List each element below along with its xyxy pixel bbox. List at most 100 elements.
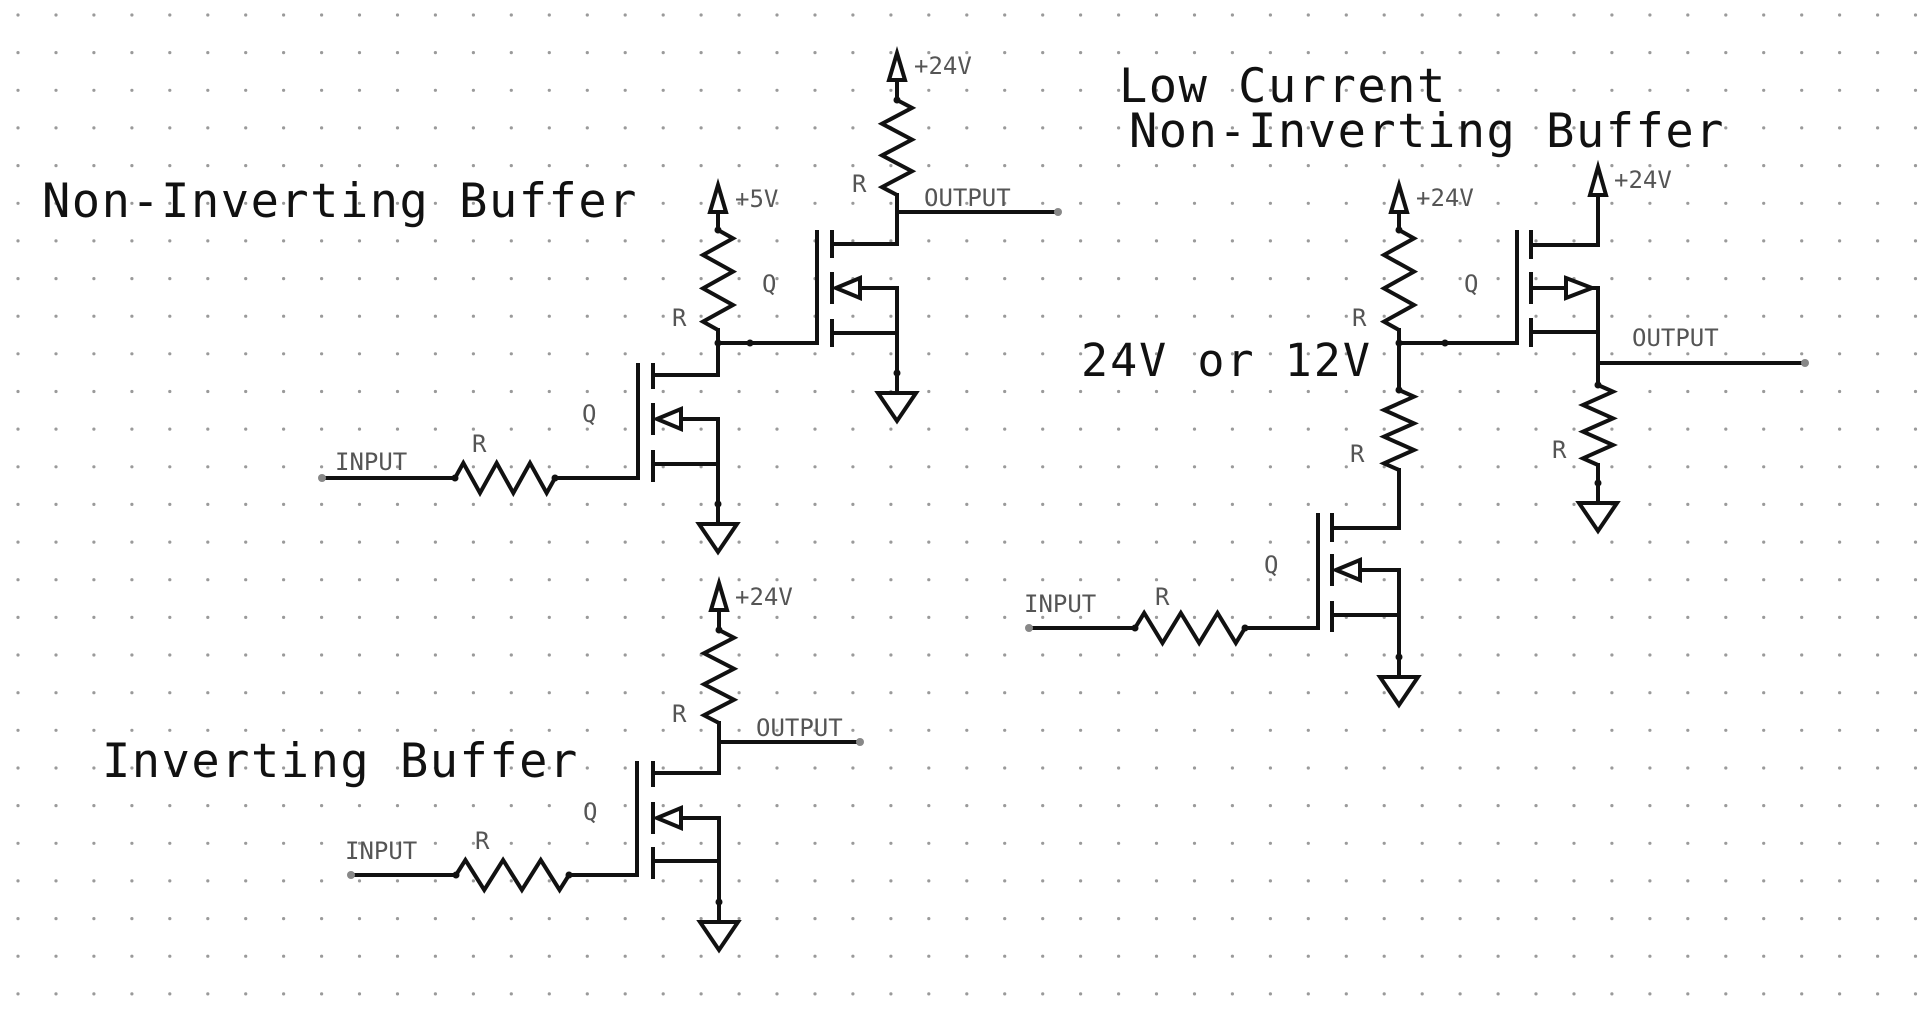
grid-dot [623, 88, 627, 92]
grid-dot [585, 954, 589, 958]
grid-dot [1117, 314, 1121, 318]
grid-dot [168, 691, 172, 695]
grid-dot [1648, 51, 1652, 55]
grid-dot [1230, 917, 1234, 921]
grid-dot [1154, 164, 1159, 168]
grid-dot [1154, 954, 1159, 958]
grid-dot [1420, 465, 1424, 469]
grid-dot [1420, 804, 1424, 808]
grid-dot [471, 578, 475, 582]
grid-dot [1876, 766, 1880, 770]
grid-dot [54, 277, 58, 281]
grid-dot [585, 13, 589, 17]
resistor-zigzag [1133, 609, 1247, 647]
ground-triangle [696, 920, 742, 954]
grid-dot [206, 653, 210, 657]
grid-dot [1572, 691, 1576, 695]
grid-dot [1876, 164, 1880, 168]
grid-dot [433, 804, 437, 808]
output-label: OUTPUT [924, 184, 1011, 212]
grid-dot [1876, 578, 1880, 582]
grid-dot [471, 465, 475, 469]
grid-dot [1913, 51, 1918, 55]
grid-dot [927, 465, 931, 469]
grid-dot [1117, 691, 1121, 695]
grid-dot [623, 13, 627, 17]
grid-dot [1344, 804, 1348, 808]
grid-dot [1496, 804, 1500, 808]
grid-dot [1003, 502, 1007, 506]
grid-dot [623, 954, 627, 958]
ground-terminal [714, 500, 722, 508]
grid-dot [54, 917, 58, 921]
grid-dot [775, 879, 779, 883]
grid-dot [1913, 954, 1918, 958]
grid-dot [1079, 465, 1083, 469]
grid-dot [1686, 917, 1690, 921]
grid-dot [1306, 954, 1310, 958]
grid-dot [585, 314, 589, 318]
grid-dot [737, 277, 741, 281]
grid-dot [1572, 728, 1576, 732]
gate-resistor-label: R [1155, 583, 1170, 611]
grid-dot [1268, 164, 1272, 168]
grid-dot [1610, 13, 1614, 17]
grid-dot [1686, 540, 1690, 544]
grid-dot [1913, 917, 1918, 921]
grid-dot [1458, 502, 1462, 506]
grid-dot [1762, 126, 1766, 130]
grid-dot [1610, 427, 1614, 431]
grid-dot [1458, 804, 1462, 808]
grid-dot [54, 13, 58, 17]
grid-dot [1572, 352, 1576, 356]
grid-dot [1762, 992, 1766, 996]
grid-dot [1344, 691, 1348, 695]
grid-dot [699, 277, 703, 281]
grid-dot [585, 427, 589, 431]
grid-dot [851, 502, 855, 506]
grid-dot [54, 615, 58, 620]
grid-dot [92, 427, 96, 431]
grid-dot [1610, 728, 1614, 732]
grid-dot [1192, 691, 1197, 695]
grid-dot [547, 804, 551, 808]
q1-label: Q [1264, 551, 1278, 579]
grid-dot [699, 13, 703, 17]
grid-dot [320, 277, 324, 281]
grid-dot [1534, 239, 1538, 243]
grid-dot [661, 352, 665, 356]
resistor-terminal [452, 871, 460, 879]
grid-dot [16, 164, 20, 168]
grid-dot [775, 389, 779, 394]
grid-dot [851, 992, 855, 996]
grid-dot [206, 164, 210, 168]
grid-dot [206, 954, 210, 958]
grid-dot [130, 277, 134, 281]
grid-dot [395, 804, 400, 808]
grid-dot [1344, 502, 1348, 506]
grid-dot [471, 277, 475, 281]
grid-dot [130, 201, 134, 205]
grid-dot [1041, 653, 1045, 657]
grid-dot [699, 201, 703, 205]
grid-dot [16, 766, 20, 770]
grid-dot [1268, 879, 1272, 883]
grid-dot [737, 766, 741, 770]
grid-dot [395, 88, 400, 92]
grid-dot [357, 691, 362, 695]
grid-dot [1154, 766, 1159, 770]
grid-dot [282, 239, 286, 243]
grid-dot [1382, 502, 1386, 506]
grid-dot [889, 540, 893, 544]
grid-dot [1838, 917, 1842, 921]
grid-dot [320, 126, 324, 130]
grid-dot [509, 427, 513, 431]
grid-dot [699, 540, 703, 544]
grid-dot [1420, 51, 1424, 55]
grid-dot [1344, 653, 1348, 657]
grid-dot [965, 277, 969, 281]
grid-dot [1003, 465, 1007, 469]
grid-dot [1154, 804, 1159, 808]
grid-dot [1268, 13, 1272, 17]
grid-dot [1610, 653, 1614, 657]
